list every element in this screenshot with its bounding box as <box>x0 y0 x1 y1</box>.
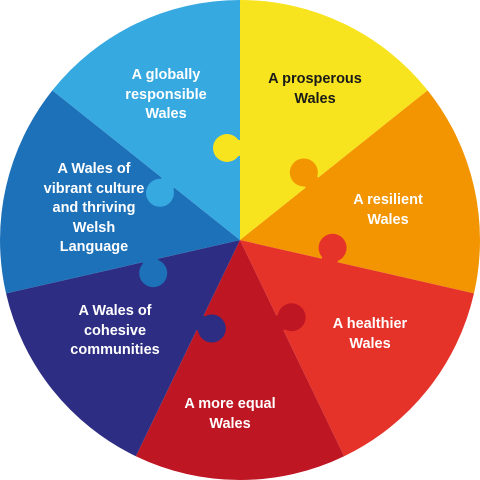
puzzle-tab-globally-responsible <box>145 176 176 207</box>
puzzle-tab-vibrant-culture <box>139 256 168 288</box>
puzzle-tab-cohesive-communities <box>194 314 226 343</box>
goal-label-vibrant-culture: A Wales of vibrant culture and thriving … <box>43 161 145 255</box>
goal-wedge-prosperous <box>240 0 428 240</box>
goal-wedge-healthier <box>240 240 474 457</box>
goal-label-prosperous: A prosperous Wales <box>268 71 362 107</box>
goal-label-globally-responsible: A globally responsible Wales <box>125 67 207 122</box>
puzzle-tab-resilient <box>289 158 320 190</box>
puzzle-tab-more-equal <box>274 303 306 332</box>
goal-wedge-more-equal <box>135 240 345 480</box>
goal-wedge-vibrant-culture <box>0 90 241 294</box>
goal-wedge-resilient <box>240 90 480 294</box>
goal-label-healthier: A healthier Wales <box>332 316 408 352</box>
goal-label-cohesive-communities: A Wales of cohesive communities <box>70 303 160 358</box>
goal-wedge-globally-responsible <box>52 0 240 240</box>
goal-wedge-cohesive-communities <box>6 240 240 457</box>
goal-label-resilient: A resilient Wales <box>353 192 423 228</box>
goal-label-more-equal: A more equal Wales <box>184 396 276 432</box>
puzzle-tab-healthier <box>318 233 347 265</box>
puzzle-tab-prosperous <box>213 134 242 162</box>
